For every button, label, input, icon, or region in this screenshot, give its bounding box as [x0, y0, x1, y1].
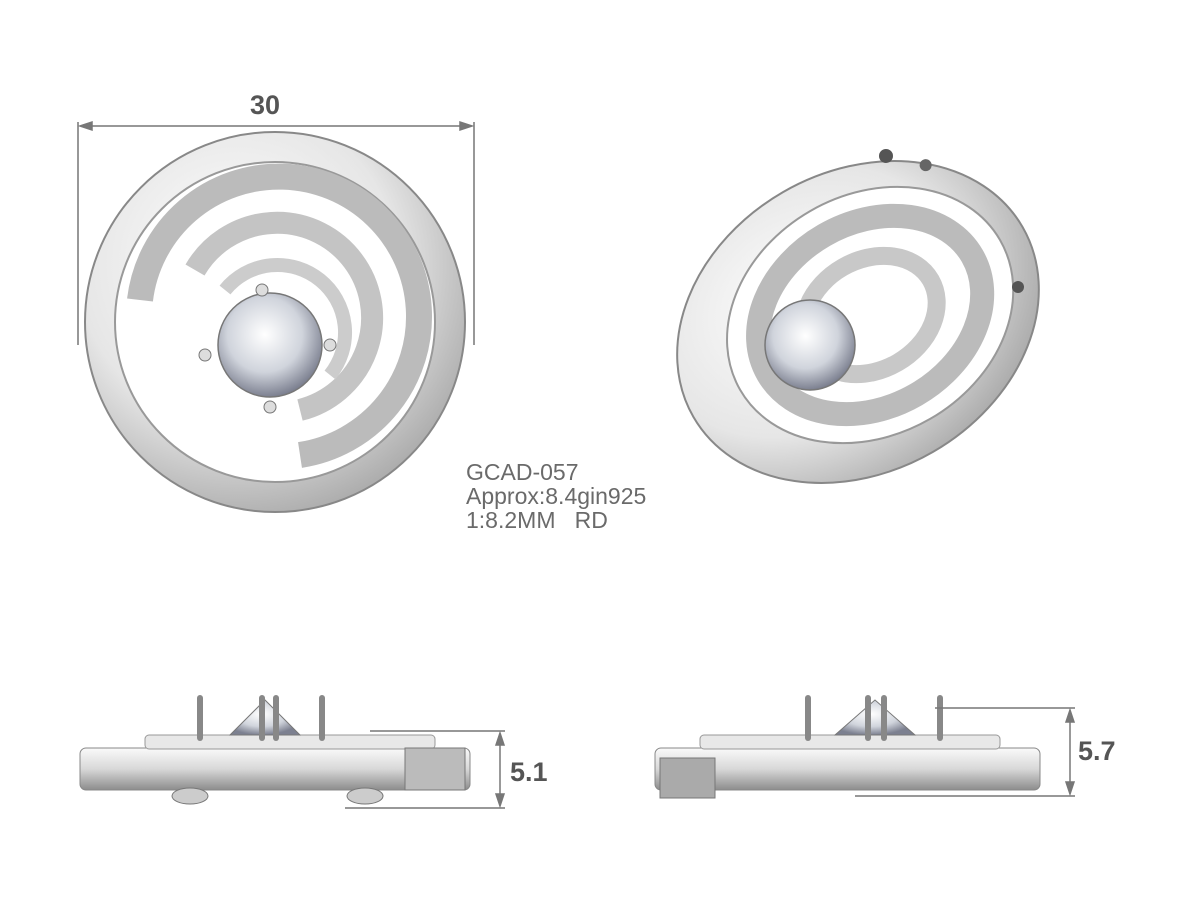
- height-dimension-left: [345, 730, 506, 809]
- height-label-right: 5.7: [1078, 736, 1116, 766]
- bail-hole: [1012, 281, 1024, 293]
- height-label-left: 5.1: [510, 757, 548, 787]
- side-view-right: [654, 695, 1041, 799]
- side-view-left: [79, 695, 471, 805]
- bail-hole: [879, 149, 893, 163]
- height-dimension-right: [855, 707, 1076, 797]
- perspective-view-pendant: [676, 159, 1040, 484]
- gemstone: [217, 292, 323, 398]
- stone-spec: 1:8.2MM RD: [466, 507, 608, 533]
- width-label: 30: [250, 90, 281, 120]
- product-info: GCAD-057 Approx:8.4gin925 1:8.2MM RD: [466, 460, 646, 532]
- width-dimension: [77, 120, 475, 345]
- product-code: GCAD-057: [466, 459, 579, 485]
- front-view-pendant: [84, 131, 466, 513]
- product-weight: Approx:8.4gin925: [466, 483, 647, 509]
- gemstone-perspective: [764, 299, 856, 391]
